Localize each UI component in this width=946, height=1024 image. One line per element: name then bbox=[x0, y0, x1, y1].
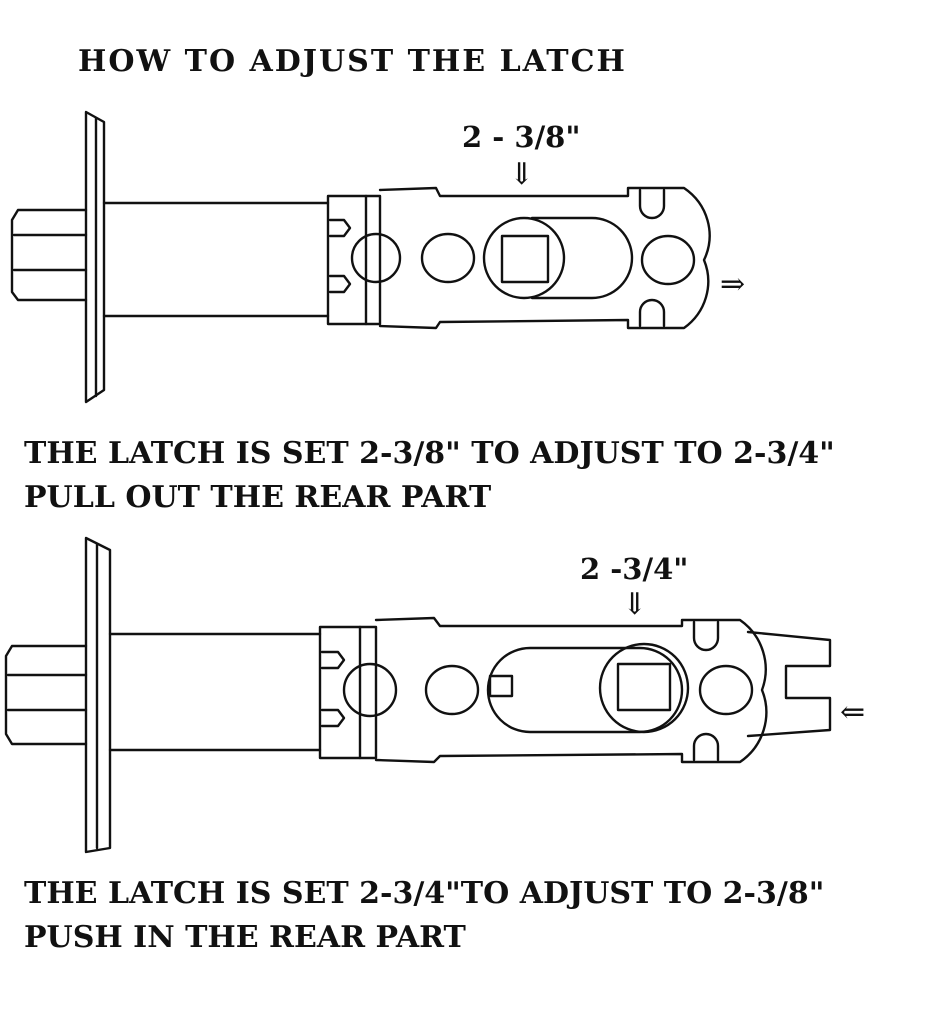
rear-extension bbox=[746, 630, 832, 738]
down-arrow-icon: ⇓ bbox=[622, 587, 648, 622]
faceplate bbox=[84, 110, 106, 404]
pull-out-arrow-icon: ⇒ bbox=[720, 267, 746, 302]
caption-top-line2: PULL OUT THE REAR PART bbox=[24, 480, 492, 515]
adjust-slot bbox=[486, 646, 684, 734]
latch-tube bbox=[108, 632, 322, 752]
page-title: HOW TO ADJUST THE LATCH bbox=[78, 44, 627, 79]
caption-bottom: THE LATCH IS SET 2-3/4"TO ADJUST TO 2-3/… bbox=[24, 872, 824, 960]
dimension-label-bottom: 2 -3/4" bbox=[580, 552, 689, 586]
latch-diagram-bottom bbox=[4, 536, 832, 854]
faceplate bbox=[84, 536, 112, 854]
latch-collar bbox=[326, 194, 382, 326]
latch-bolt bbox=[4, 644, 88, 746]
latch-bolt bbox=[10, 208, 88, 302]
caption-top-line1: THE LATCH IS SET 2-3/8" TO ADJUST TO 2-3… bbox=[24, 436, 835, 471]
spindle-square bbox=[500, 234, 550, 284]
latch-tube bbox=[102, 201, 330, 318]
caption-top: THE LATCH IS SET 2-3/8" TO ADJUST TO 2-3… bbox=[24, 432, 835, 520]
spindle-square bbox=[616, 662, 672, 712]
caption-bottom-line1: THE LATCH IS SET 2-3/4"TO ADJUST TO 2-3/… bbox=[24, 876, 825, 911]
down-arrow-icon: ⇓ bbox=[509, 157, 535, 192]
latch-diagram-top bbox=[10, 110, 711, 404]
latch-housing bbox=[374, 616, 768, 764]
adjust-slot bbox=[530, 216, 634, 300]
dimension-label-top: 2 - 3/8" bbox=[462, 120, 581, 154]
latch-housing bbox=[378, 186, 711, 330]
caption-bottom-line2: PUSH IN THE REAR PART bbox=[24, 920, 466, 955]
latch-collar bbox=[318, 625, 378, 760]
push-in-arrow-icon: ⇐ bbox=[840, 695, 866, 730]
